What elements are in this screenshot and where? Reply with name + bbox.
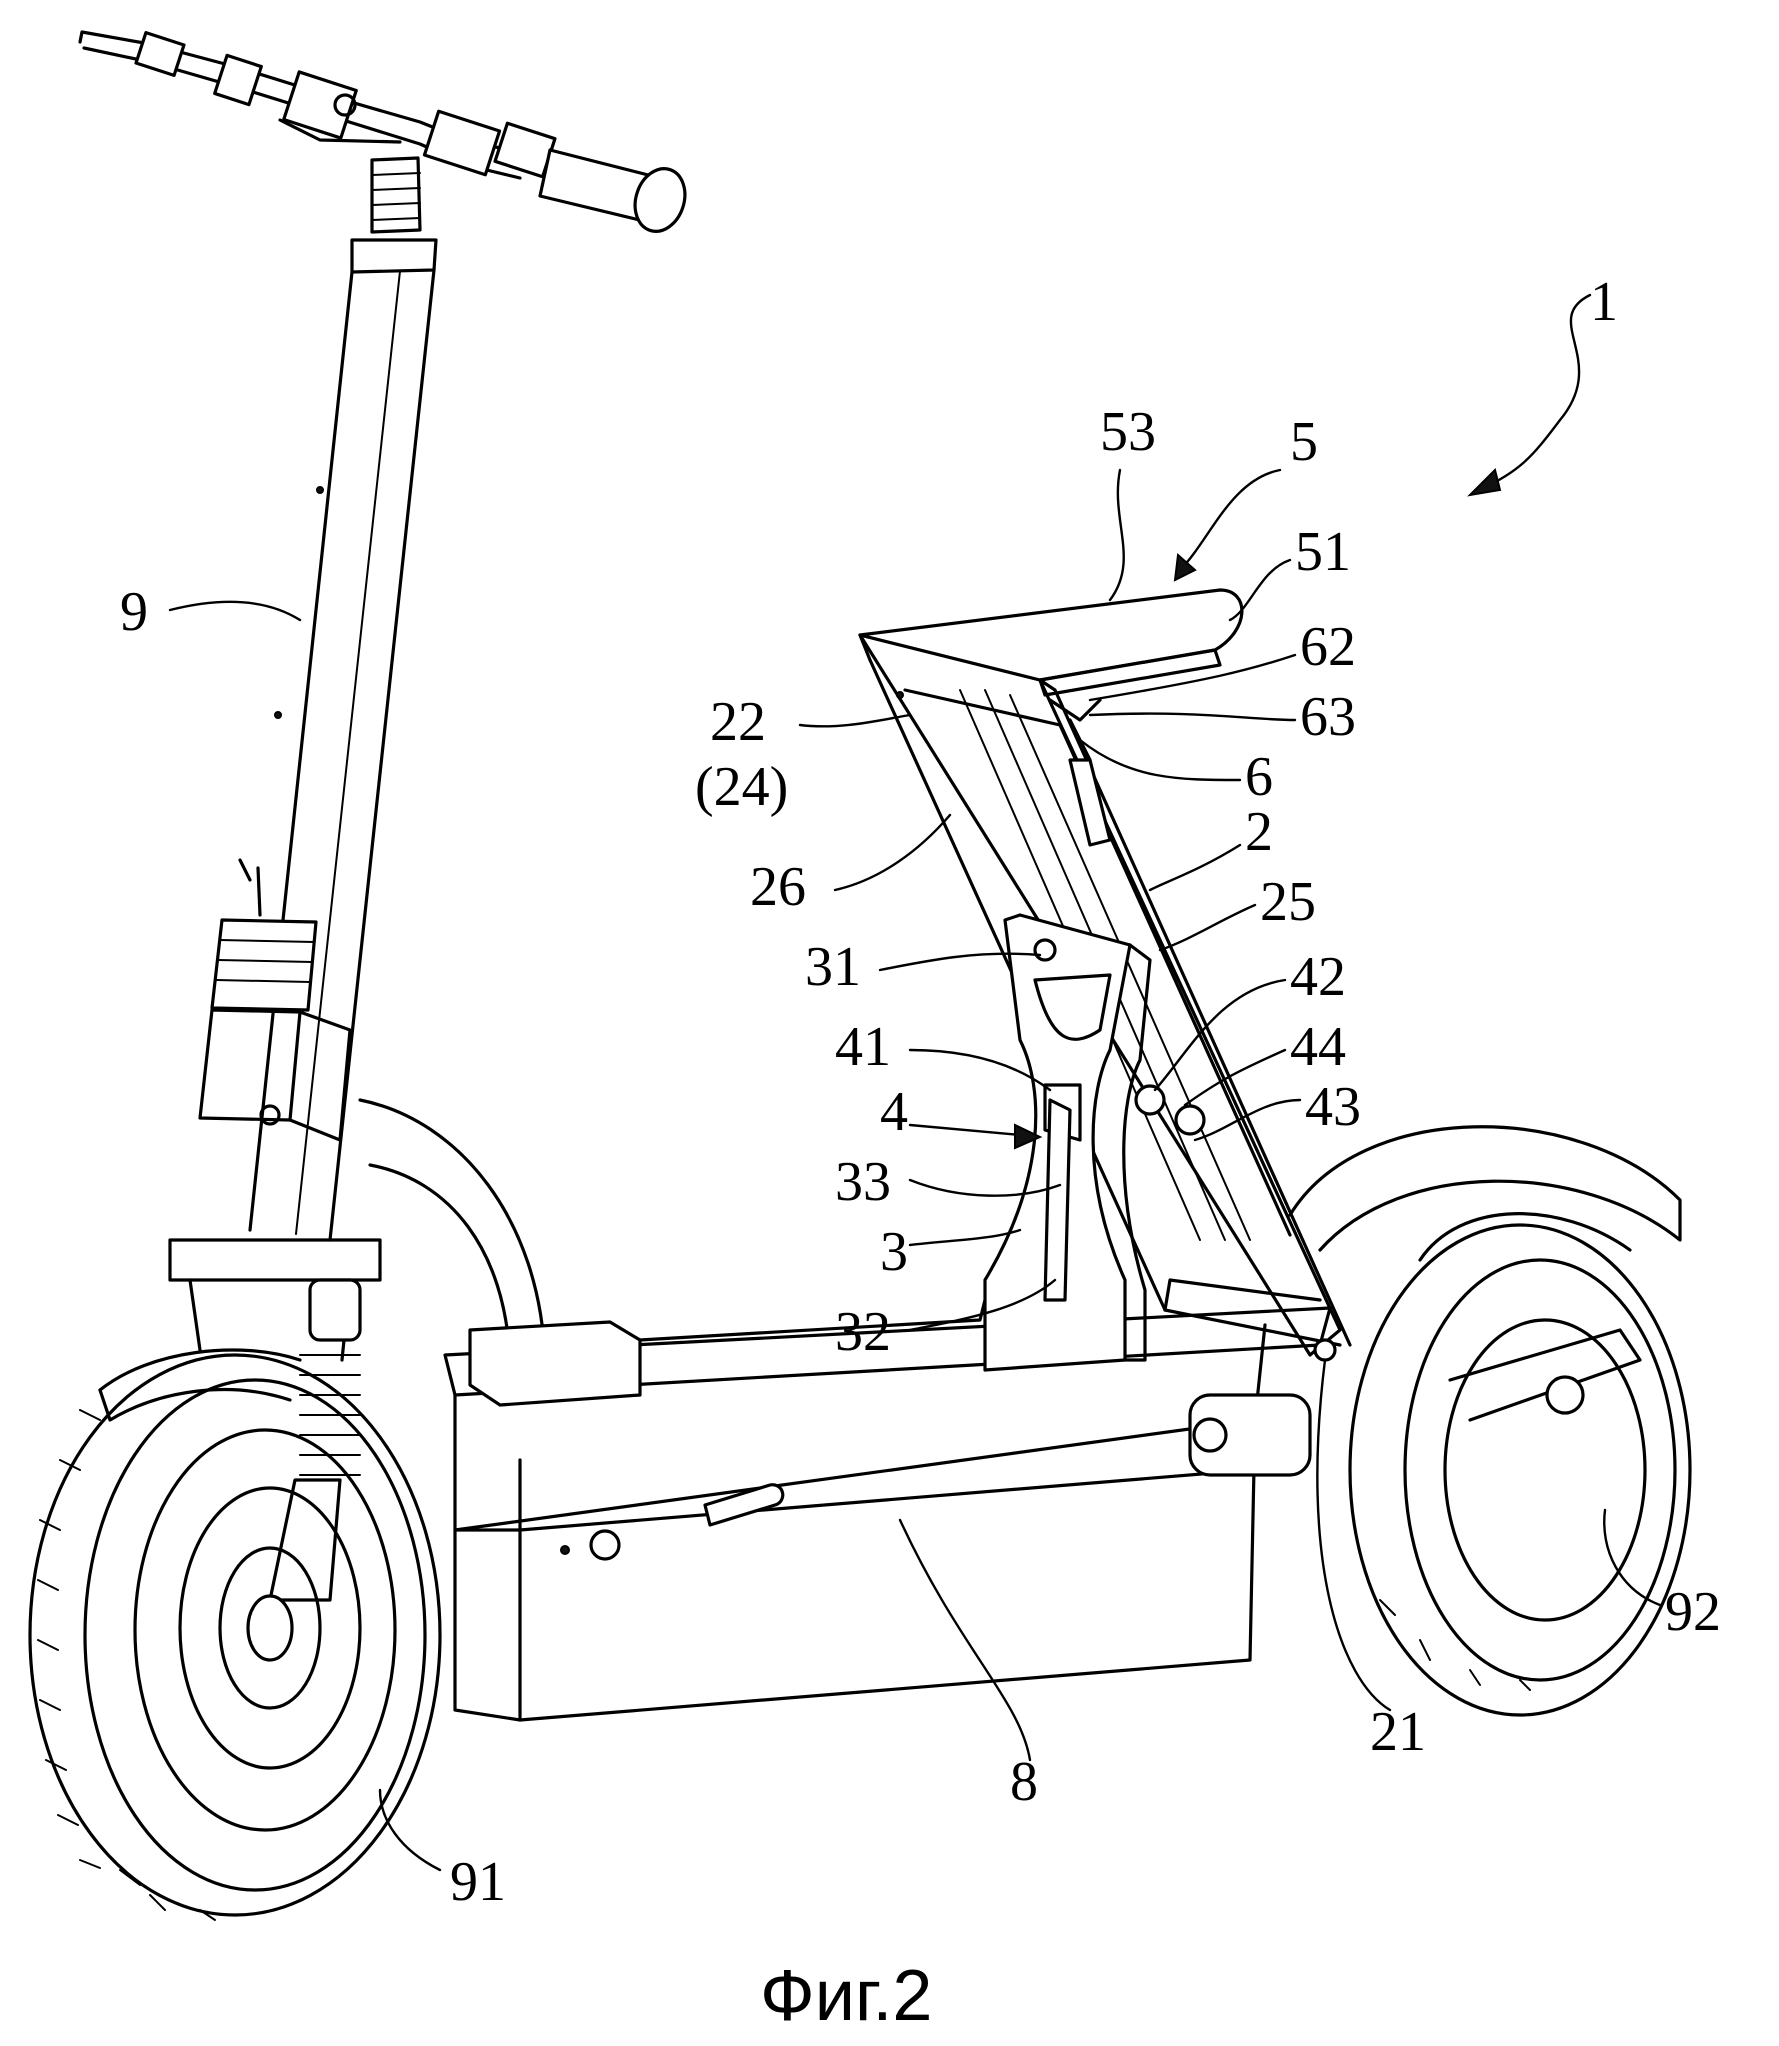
ref-frame-panel-alt: (24)	[695, 756, 788, 818]
ref-lever-head: 41	[835, 1016, 891, 1078]
ref-steering-column: 9	[120, 581, 148, 643]
ref-mount-lower: 63	[1300, 686, 1356, 748]
ref-mount: 6	[1245, 746, 1273, 808]
ref-seat-top: 53	[1100, 401, 1156, 463]
front-tread	[37, 1409, 216, 1921]
ref-support: 3	[880, 1221, 908, 1283]
seat	[858, 588, 1244, 762]
ref-latch: 4	[880, 1081, 908, 1143]
ref-pin-mid: 44	[1290, 1016, 1346, 1078]
support	[983, 913, 1206, 1372]
ref-front-wheel: 91	[450, 1851, 506, 1913]
figure-caption: Фиг.2	[760, 1956, 932, 2036]
steering-column	[198, 156, 438, 1242]
ref-pin-upper: 42	[1290, 946, 1346, 1008]
ref-support-top: 31	[805, 936, 861, 998]
ref-seat-assembly: 5	[1290, 411, 1318, 473]
ref-seat-edge: 51	[1295, 521, 1351, 583]
ref-frame-panel: 22	[710, 691, 766, 753]
ref-deck: 8	[1010, 1751, 1038, 1813]
ref-support-base: 32	[835, 1301, 891, 1363]
front-wheel	[28, 1353, 442, 1921]
ref-frame-rail: 26	[750, 856, 806, 918]
ref-support-slot: 33	[835, 1151, 891, 1213]
ref-rear-wheel: 92	[1665, 1581, 1721, 1643]
ref-hinge: 21	[1370, 1701, 1426, 1763]
ref-mount-upper: 62	[1300, 616, 1356, 678]
ref-frame: 2	[1245, 801, 1273, 863]
ref-pin-lower: 43	[1305, 1076, 1361, 1138]
rear-wheel	[1288, 1125, 1692, 1717]
ref-frame-side: 25	[1260, 871, 1316, 933]
ref-scooter: 1	[1590, 271, 1618, 333]
handlebar	[78, 30, 687, 233]
reference-labels: 1 53 5 51 62 63 6 22 (24) 26 2 25 31 42 …	[120, 271, 1721, 1913]
